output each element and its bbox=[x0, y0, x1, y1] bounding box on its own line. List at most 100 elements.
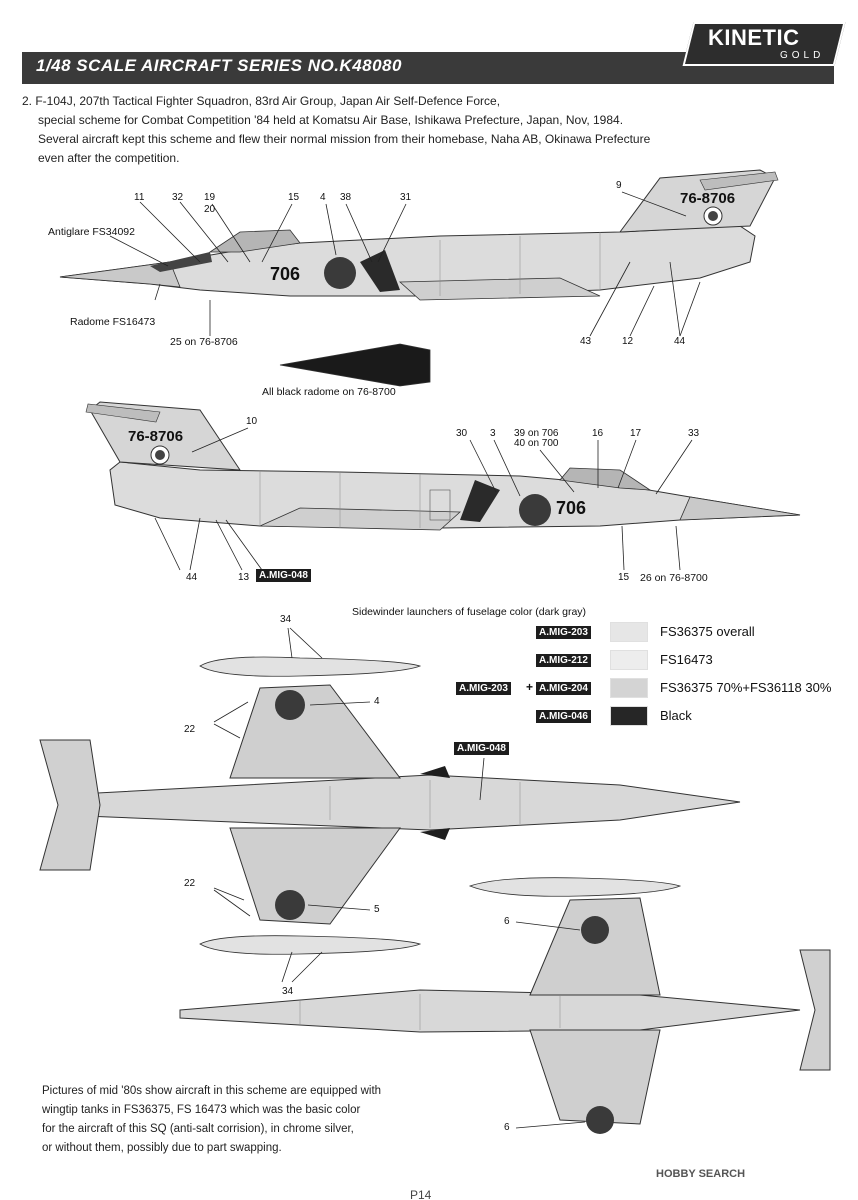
note-line-2: wingtip tanks in FS36375, FS 16473 which… bbox=[42, 1104, 361, 1116]
profile2-intake bbox=[460, 480, 500, 522]
kinetic-logo-subtext: GOLD bbox=[780, 50, 825, 61]
callout-31: 31 bbox=[400, 192, 412, 203]
plan-tip-tank-lower bbox=[199, 935, 422, 955]
legend-text-1: FS36375 overall bbox=[660, 624, 755, 639]
callout-11: 11 bbox=[134, 192, 145, 203]
description-line-4: even after the competition. bbox=[38, 151, 180, 165]
plan-wing-lower bbox=[229, 827, 401, 925]
callout-43: 43 bbox=[580, 336, 592, 347]
callout-34b: 34 bbox=[282, 986, 294, 997]
profile-view-left bbox=[59, 169, 779, 387]
under-hinomaru-lower bbox=[586, 1106, 614, 1134]
callout-33: 33 bbox=[688, 428, 700, 439]
profile1-radome bbox=[59, 261, 181, 288]
profile1-stabilizer bbox=[699, 171, 779, 191]
plan-intake-lower bbox=[420, 828, 450, 840]
tip-tank-note: Pictures of mid '80s show aircraft in th… bbox=[42, 1082, 442, 1158]
legend-tag-3a: A.MIG-203 bbox=[456, 682, 511, 695]
plan-fuselage bbox=[59, 774, 741, 831]
callout-34a: 34 bbox=[280, 614, 292, 625]
profile2-hinomaru bbox=[519, 494, 551, 526]
callout-12: 12 bbox=[622, 336, 634, 347]
legend-text-2: FS16473 bbox=[660, 652, 713, 667]
callout-38: 38 bbox=[340, 192, 352, 203]
callout-4: 4 bbox=[320, 192, 326, 203]
legend-swatch-2 bbox=[610, 650, 648, 670]
note-line-4: or without them, possibly due to part sw… bbox=[42, 1142, 282, 1154]
under-tip-tank-upper bbox=[468, 877, 682, 897]
callout-3: 3 bbox=[490, 428, 496, 439]
profile1-serial: 76-8706 bbox=[680, 190, 736, 207]
hobby-search-watermark: HOBBY SEARCH bbox=[656, 1168, 746, 1180]
legend-plus-sign: + bbox=[526, 680, 534, 694]
note-line-3: for the aircraft of this SQ (anti-salt c… bbox=[42, 1123, 354, 1135]
under-fuselage bbox=[179, 989, 801, 1033]
callout-32: 32 bbox=[172, 192, 184, 203]
callout-44b: 44 bbox=[186, 572, 198, 583]
profile2-nose-number: 706 bbox=[556, 498, 587, 518]
plan-view-underside bbox=[179, 877, 831, 1134]
plan-intake-upper bbox=[420, 766, 450, 778]
legend-swatch-1 bbox=[610, 622, 648, 642]
plan-tail bbox=[39, 739, 101, 871]
profile1-hinomaru bbox=[324, 257, 356, 289]
callout-39: 39 on 706 bbox=[514, 428, 559, 439]
profile2-serial: 76-8706 bbox=[128, 428, 184, 445]
legend-text-4: Black bbox=[660, 708, 692, 723]
callout-15: 15 bbox=[288, 192, 300, 203]
scheme-description: 2. F-104J, 207th Tactical Fighter Squadr… bbox=[22, 92, 762, 168]
under-tail bbox=[799, 949, 831, 1071]
callout-20: 20 bbox=[204, 204, 216, 215]
callout-17: 17 bbox=[630, 428, 642, 439]
under-wing-lower bbox=[529, 1029, 661, 1125]
plan-tip-tank-upper bbox=[199, 656, 422, 677]
page-number: P14 bbox=[410, 1188, 432, 1200]
callout-25: 25 on 76-8706 bbox=[170, 336, 238, 348]
legend-tag-3b: A.MIG-204 bbox=[536, 682, 591, 695]
callout-15b: 15 bbox=[618, 572, 630, 583]
plan-wing-upper bbox=[229, 684, 402, 779]
legend-swatch-3 bbox=[610, 678, 648, 698]
callout-16: 16 bbox=[592, 428, 604, 439]
description-line-2: special scheme for Combat Competition '8… bbox=[38, 113, 624, 127]
callout-40: 40 on 700 bbox=[514, 438, 559, 449]
callout-26: 26 on 76-8700 bbox=[640, 572, 708, 584]
profile2-access-panel bbox=[429, 489, 451, 521]
profile1-nose-number: 706 bbox=[270, 264, 301, 284]
callout-6b: 6 bbox=[504, 1122, 510, 1133]
callout-4b: 4 bbox=[374, 696, 380, 707]
description-line-3: Several aircraft kept this scheme and fl… bbox=[38, 132, 651, 146]
callout-44: 44 bbox=[674, 336, 686, 347]
kinetic-logo-text: KINETIC bbox=[708, 25, 800, 50]
profile1-intake bbox=[360, 250, 400, 292]
paint-tag-a-mig-048: A.MIG-048 bbox=[256, 569, 311, 582]
callout-5: 5 bbox=[374, 904, 380, 915]
under-hinomaru-upper bbox=[581, 916, 609, 944]
profile2-canopy bbox=[559, 467, 652, 491]
legend-text-3: FS36375 70%+FS36118 30% bbox=[660, 680, 832, 695]
legend-tag-4: A.MIG-046 bbox=[536, 710, 591, 723]
legend-tag-1: A.MIG-203 bbox=[536, 626, 591, 639]
radome-note: All black radome on 76-8700 bbox=[262, 386, 396, 398]
plan-paint-tag-a-mig-048: A.MIG-048 bbox=[454, 742, 509, 755]
callout-6a: 6 bbox=[504, 916, 510, 927]
callout-9: 9 bbox=[616, 180, 622, 191]
callout-19: 19 bbox=[204, 192, 216, 203]
callout-10: 10 bbox=[246, 416, 258, 427]
profile2-stabilizer bbox=[85, 403, 161, 423]
page-title: 1/48 SCALE AIRCRAFT SERIES NO.K48080 bbox=[36, 56, 402, 75]
callout-30: 30 bbox=[456, 428, 468, 439]
callout-22b: 22 bbox=[184, 878, 196, 889]
callout-13: 13 bbox=[238, 572, 250, 583]
callout-22a: 22 bbox=[184, 724, 196, 735]
sidewinder-note: Sidewinder launchers of fuselage color (… bbox=[352, 606, 587, 618]
legend-tag-2: A.MIG-212 bbox=[536, 654, 591, 667]
description-line-1: 2. F-104J, 207th Tactical Fighter Squadr… bbox=[22, 94, 501, 108]
profile2-radome bbox=[679, 496, 801, 521]
under-wing-upper bbox=[529, 897, 661, 996]
antiglare-label: Antiglare FS34092 bbox=[48, 226, 135, 238]
profile-view-right bbox=[85, 401, 801, 571]
profile1-antiglare bbox=[150, 252, 212, 272]
profile1-canopy bbox=[208, 229, 301, 253]
